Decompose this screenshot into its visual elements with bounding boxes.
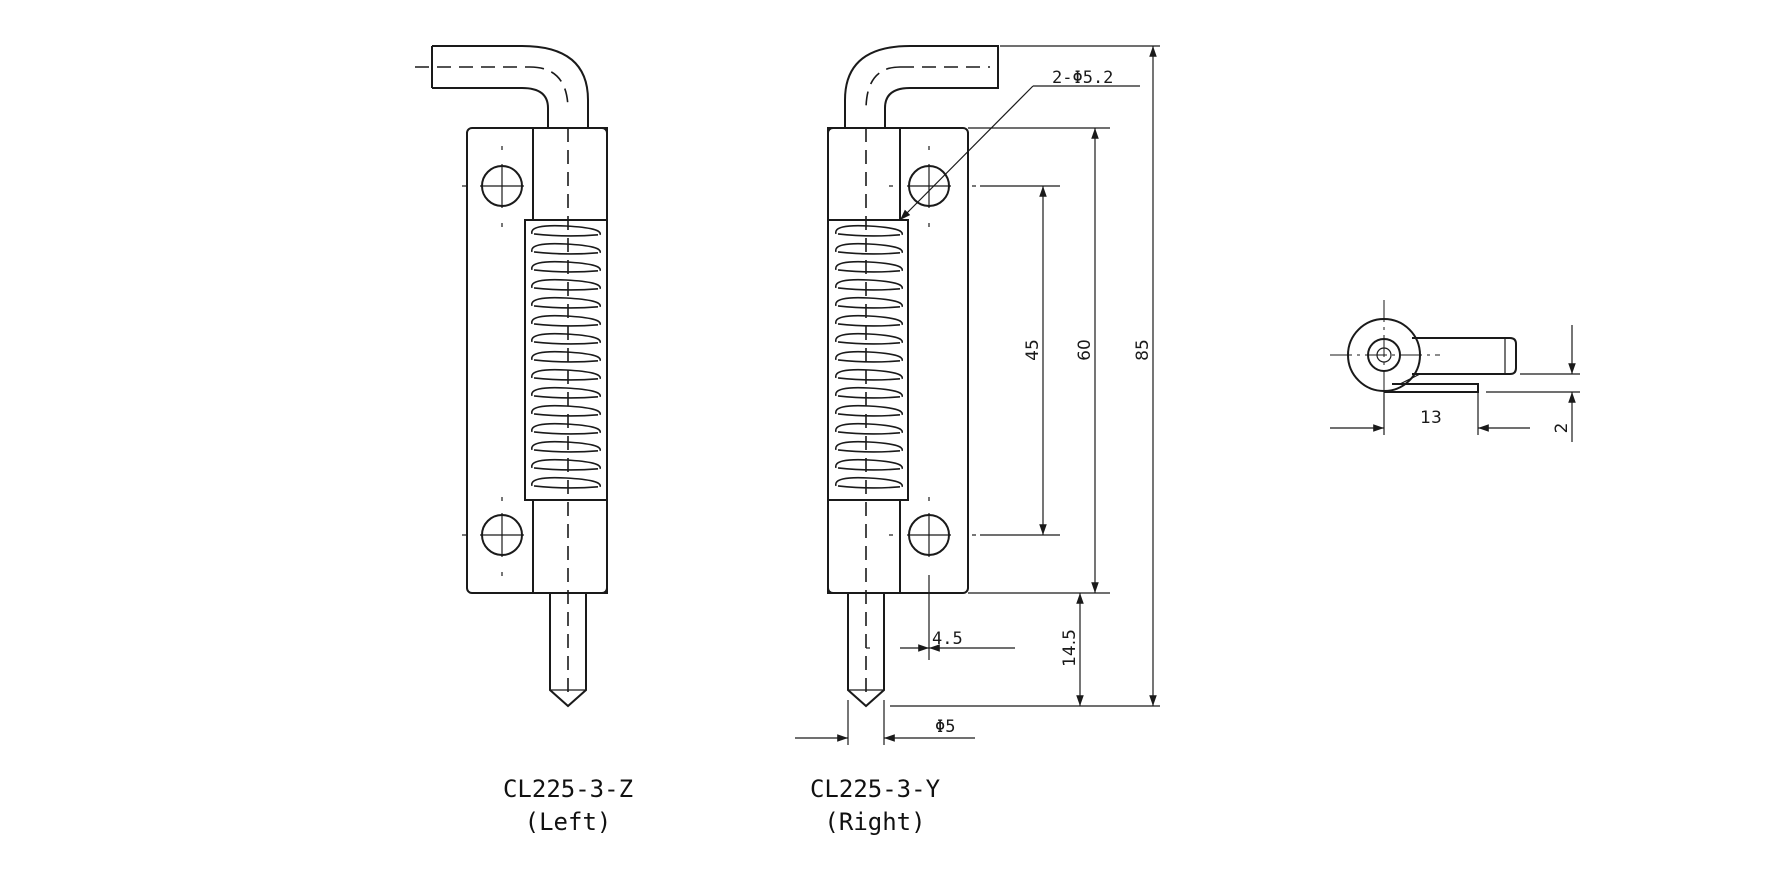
spring-coil [531,332,601,345]
spring-coil [835,404,903,417]
right-handle [844,45,999,128]
overall-length-label: 85 [1133,339,1153,361]
spring-coil [531,476,601,489]
plate-length-label: 60 [1075,339,1095,361]
spring-coil [531,242,601,255]
spring-coil [531,350,601,363]
spring-coil [531,314,601,327]
right-upper-barrel [827,127,901,221]
left-spring-housing [524,219,608,501]
spring-coil [835,458,903,471]
dim-pin-dia: Φ5 [795,717,975,742]
dim-overall-length: 85 [1133,45,1157,706]
right-lower-barrel [827,499,901,594]
spring-coil [835,386,903,399]
right-spring-housing [827,219,909,501]
pin-dia-label: Φ5 [935,717,955,737]
spring-coil [531,224,601,237]
left-view [415,45,608,708]
spring-coil [835,332,903,345]
hole-dia-label: 2-Φ5.2 [1052,68,1113,88]
spring-coil [531,386,601,399]
spring-coil [835,242,903,255]
spring-coil [835,278,903,291]
right-bottom-pin [847,593,885,708]
spring-coil [835,422,903,435]
side-width-label: 13 [1420,408,1442,428]
pin-protrusion-label: 14.5 [1060,629,1080,667]
spring-coil [531,368,601,381]
spring-coil [531,260,601,273]
right-spring [835,224,903,489]
spring-coil [835,314,903,327]
plate-thickness-label: 2 [1552,423,1572,434]
left-handle [431,45,589,128]
spring-coil [835,296,903,309]
dim-plate-length: 60 [1075,128,1099,593]
side-view: 13 2 [1330,300,1580,442]
spring-coil [531,278,601,291]
spring-coil [531,296,601,309]
left-hole-bottom [480,513,524,557]
spring-coil [531,422,601,435]
spring-coil [835,368,903,381]
spring-coil [835,350,903,363]
spring-coil [835,476,903,489]
hole-spacing-label: 45 [1023,339,1043,361]
hole-dia-callout: 2-Φ5.2 [899,68,1140,221]
dim-pin-offset: 4.5 [866,629,1015,652]
right-model-label: CL225-3-Y [810,775,941,803]
left-model-label: CL225-3-Z [503,775,633,803]
spring-coil [835,260,903,273]
right-side-label: (Right) [824,808,925,836]
pin-offset-label: 4.5 [932,629,963,649]
spring-coil [531,458,601,471]
right-hole-bottom [907,513,951,557]
left-bottom-pin [549,593,587,708]
spring-coil [835,440,903,453]
spring-coil [531,404,601,417]
spring-coil [531,440,601,453]
dim-hole-spacing: 45 [1023,186,1047,535]
spring-coil [835,224,903,237]
right-hole-top [907,164,951,208]
dim-pin-protrusion: 14.5 [1060,593,1084,706]
right-view: 2-Φ5.2 45 60 85 14.5 4.5 [795,45,1160,745]
left-lower-barrel [532,499,608,594]
left-spring [531,224,601,489]
left-hole-top [480,164,524,208]
left-upper-barrel [532,127,608,221]
left-side-label: (Left) [525,808,612,836]
